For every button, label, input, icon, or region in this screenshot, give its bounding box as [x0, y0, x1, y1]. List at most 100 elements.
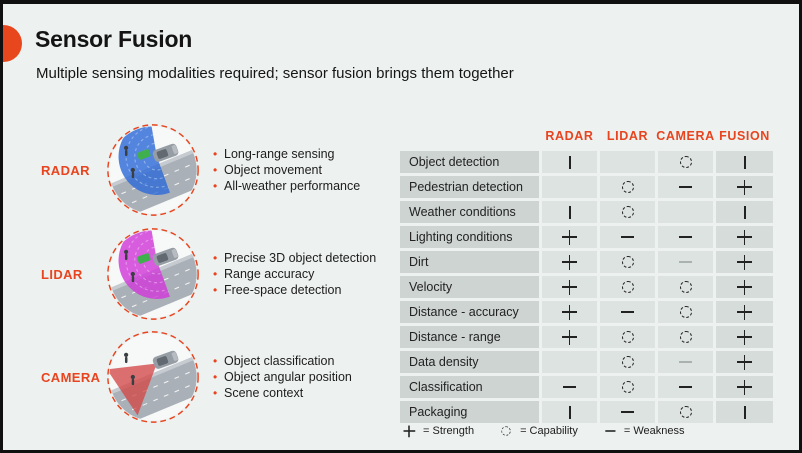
table-cell: [600, 226, 655, 248]
car-illustration: [152, 143, 179, 162]
table-cell: [600, 401, 655, 423]
table-row-label: Distance - accuracy: [400, 301, 539, 323]
table-row-label: Distance - range: [400, 326, 539, 348]
detected-object: [137, 253, 151, 264]
table-cell: [600, 276, 655, 298]
table-cell: [600, 376, 655, 398]
table-row-label: Packaging: [400, 401, 539, 423]
camera-cone: [109, 363, 157, 416]
table-cell: [716, 401, 773, 423]
strength-plus-icon: [737, 379, 752, 395]
table-corner-spacer: [400, 126, 539, 148]
table-cell: [658, 351, 713, 373]
strength-plus-icon: [737, 254, 752, 270]
weakness-dash-icon: [563, 386, 576, 388]
table-cell: [658, 301, 713, 323]
table-cell: [542, 251, 597, 273]
legend-item: = Weakness: [602, 423, 685, 439]
accent-circle-decoration: [3, 25, 22, 62]
table-cell: [542, 176, 597, 198]
sensor-name-label: LIDAR: [41, 266, 83, 282]
capability-circle-icon: [621, 206, 634, 218]
table-cell: [716, 301, 773, 323]
camera-scene-icon: [107, 331, 199, 423]
column-header-radar: RADAR: [545, 128, 594, 143]
table-row-label: Pedestrian detection: [400, 176, 539, 198]
table-cell: [600, 201, 655, 223]
pedestrian-figures: [124, 249, 135, 283]
legend-symbol: [500, 425, 512, 437]
table-cell: [716, 326, 773, 348]
legend-symbol: [604, 425, 616, 437]
strength-plus-icon: [737, 229, 752, 245]
capability-circle-icon: [501, 426, 511, 436]
table-cell: [542, 151, 597, 173]
bullet-item: Scene context: [213, 385, 352, 401]
legend-symbol: [403, 425, 415, 437]
sensor-bullet-list: Long-range sensingObject movementAll-wea…: [213, 146, 360, 194]
table-cell: [716, 351, 773, 373]
strength-plus-icon: [737, 354, 752, 370]
table-cell: [658, 151, 713, 173]
sensor-row: RADAR: [33, 121, 393, 219]
table-row-label: Velocity: [400, 276, 539, 298]
pedestrian-figures: [124, 352, 135, 386]
weakness-dash-icon: [679, 236, 692, 238]
capability-circle-icon: [679, 156, 692, 168]
capability-circle-icon: [679, 406, 692, 418]
strength-plus-icon: [737, 304, 752, 320]
strength-plus-icon: [562, 254, 577, 270]
bullet-item: Object angular position: [213, 369, 352, 385]
pedestrian-figures: [124, 145, 135, 179]
page-title: Sensor Fusion: [35, 26, 193, 52]
table-cell: [716, 201, 773, 223]
table-row-label: Object detection: [400, 151, 539, 173]
table-cell: [658, 376, 713, 398]
weakness-dash-icon: [679, 386, 692, 388]
capability-circle-icon: [621, 181, 634, 193]
table-row-label: Weather conditions: [400, 201, 539, 223]
capability-circle-icon: [679, 331, 692, 343]
car-illustration: [152, 247, 179, 266]
sensor-bullet-list: Object classificationObject angular posi…: [213, 353, 352, 401]
weakness-dash-icon: [621, 311, 634, 313]
table-cell: [600, 326, 655, 348]
table-cell: [716, 176, 773, 198]
table-cell: [600, 301, 655, 323]
table-cell: [542, 376, 597, 398]
table-cell: [658, 276, 713, 298]
table-cell: [542, 201, 597, 223]
table-cell: [716, 151, 773, 173]
bar-symbol-icon: [743, 205, 746, 219]
sensor-scene-illustration: [105, 329, 201, 425]
table-cell: [542, 326, 597, 348]
table-row-label: Classification: [400, 376, 539, 398]
strength-plus-icon: [562, 229, 577, 245]
sensor-scene-illustration: [105, 122, 201, 218]
table-cell: [542, 351, 597, 373]
page-subtitle: Multiple sensing modalities required; se…: [36, 65, 514, 82]
strength-plus-icon: [737, 279, 752, 295]
weakness-dash-icon: [679, 186, 692, 188]
table-cell: [658, 326, 713, 348]
strength-plus-icon: [403, 425, 415, 437]
sensor-name-label: RADAR: [41, 162, 90, 178]
weakness-dash-icon: [604, 430, 615, 432]
bullet-item: Object movement: [213, 162, 360, 178]
capability-circle-icon: [679, 281, 692, 293]
bullet-item: All-weather performance: [213, 178, 360, 194]
bar-symbol-icon: [568, 205, 571, 219]
legend-item: = Strength: [401, 423, 474, 439]
table-row-label: Lighting conditions: [400, 226, 539, 248]
table-row-label: Data density: [400, 351, 539, 373]
capability-circle-icon: [621, 356, 634, 368]
table-cell: [542, 301, 597, 323]
sensor-name-label: CAMERA: [41, 369, 101, 385]
bullet-item: Range accuracy: [213, 266, 376, 282]
table-cell: [716, 226, 773, 248]
table-cell: [600, 351, 655, 373]
legend: = Strength= Capability= Weakness: [401, 423, 685, 439]
capability-circle-icon: [621, 256, 634, 268]
